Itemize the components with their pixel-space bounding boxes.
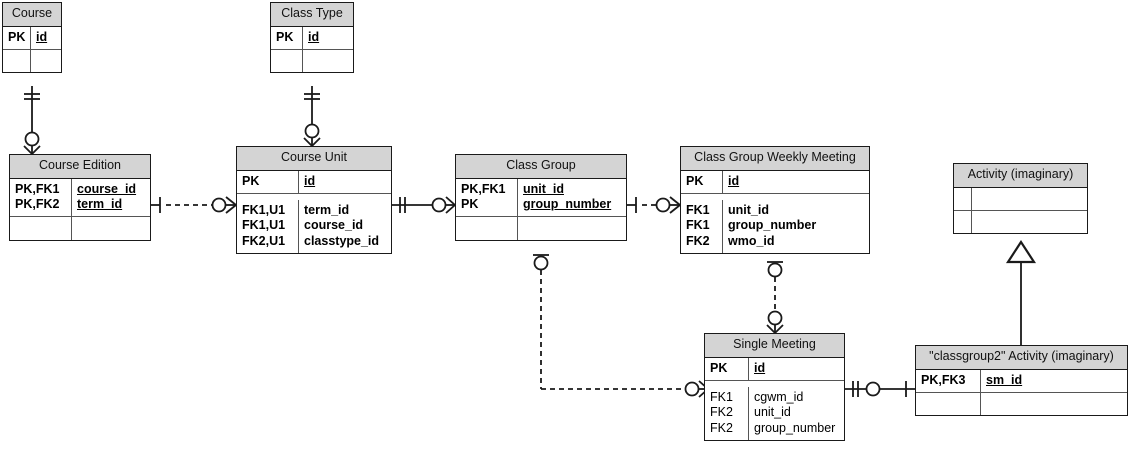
entity-title: Class Group	[456, 155, 626, 179]
edge-class-group-to-class-group-weekly-meeting	[627, 196, 681, 214]
entity-body: PK id FK1 FK2 FK2 cgwm_id unit_id group_…	[705, 357, 844, 440]
attribute-cell: id	[304, 173, 316, 188]
entity-body: PK,FK3 sm_id	[916, 369, 1127, 416]
entity-section-keys	[954, 187, 1087, 210]
key-cell: PK,FK1 PK	[456, 178, 518, 217]
attribute-cell: id	[728, 173, 740, 188]
edge-course-edition-to-course-unit	[151, 196, 237, 214]
entity-section-attributes: FK1 FK1 FK2 unit_id group_number wmo_id	[681, 193, 869, 253]
key-cell: PK	[681, 170, 723, 193]
attribute-cell	[981, 393, 1127, 415]
entity-section-keys: PK id	[237, 170, 391, 193]
entity-section-keys: PK,FK1 PK,FK2 course_id term_id	[10, 178, 150, 217]
key-cell: PK	[3, 26, 31, 49]
entity-body: PK id	[271, 26, 353, 73]
entity-section-attributes	[916, 392, 1127, 416]
edge-classgroup2-activity-inherits-activity	[1005, 239, 1037, 345]
entity-title: "classgroup2" Activity (imaginary)	[916, 346, 1127, 370]
edge-class-type-to-course-unit	[303, 86, 321, 147]
entity-body: PK,FK1 PK unit_id group_number	[456, 178, 626, 240]
edge-course-to-course-edition	[23, 86, 41, 155]
entity-section-keys: PK,FK1 PK unit_id group_number	[456, 178, 626, 217]
attribute-cell	[972, 211, 1087, 233]
attribute-cell: sm_id	[986, 372, 1023, 387]
key-cell: PK,FK1 PK,FK2	[10, 178, 72, 217]
entity-title: Single Meeting	[705, 334, 844, 358]
entity-section-keys: PK id	[3, 26, 61, 49]
key-cell	[271, 50, 303, 73]
edge-course-unit-to-class-group	[392, 196, 456, 214]
entity-body	[954, 187, 1087, 234]
entity-course-unit[interactable]: Course Unit PK id FK1,U1 FK1,U1 FK2,U1 t…	[236, 146, 392, 254]
attribute-cell: cgwm_id unit_id group_number	[754, 390, 836, 435]
entity-section-keys: PK id	[681, 170, 869, 193]
attribute-cell	[303, 50, 353, 72]
attribute-cell	[72, 217, 150, 239]
key-cell: FK1 FK2 FK2	[705, 387, 749, 440]
entity-course[interactable]: Course PK id	[2, 2, 62, 74]
attribute-cell: id	[754, 360, 766, 375]
key-cell: FK1,U1 FK1,U1 FK2,U1	[237, 200, 299, 253]
edge-single-meeting-to-classgroup2-activity	[845, 381, 915, 397]
key-cell	[456, 217, 518, 240]
entity-section-attributes	[456, 216, 626, 240]
entity-body: PK id	[3, 26, 61, 73]
key-cell	[10, 217, 72, 240]
entity-section-attributes	[3, 49, 61, 73]
attribute-cell	[972, 188, 1087, 210]
entity-section-attributes	[271, 49, 353, 73]
entity-class-type[interactable]: Class Type PK id	[270, 2, 354, 74]
key-cell	[916, 393, 981, 416]
attribute-cell: id	[36, 29, 48, 44]
entity-title: Course	[3, 3, 61, 27]
key-cell: FK1 FK1 FK2	[681, 200, 723, 253]
entity-body: PK id FK1,U1 FK1,U1 FK2,U1 term_id cours…	[237, 170, 391, 253]
key-cell: PK	[271, 26, 303, 49]
entity-class-group[interactable]: Class Group PK,FK1 PK unit_id group_numb…	[455, 154, 627, 241]
attribute-cell: unit_id group_number wmo_id	[728, 203, 817, 248]
entity-section-keys: PK id	[705, 357, 844, 380]
edge-class-group-weekly-meeting-to-single-meeting	[766, 261, 784, 334]
entity-course-edition[interactable]: Course Edition PK,FK1 PK,FK2 course_id t…	[9, 154, 151, 241]
key-cell: PK	[705, 357, 749, 380]
entity-title: Course Unit	[237, 147, 391, 171]
entity-section-attributes: FK1 FK2 FK2 cgwm_id unit_id group_number	[705, 380, 844, 440]
attribute-cell: term_id course_id classtype_id	[304, 203, 380, 248]
attribute-cell	[518, 217, 626, 239]
attribute-cell: unit_id group_number	[523, 181, 612, 211]
key-cell	[954, 211, 972, 234]
key-cell: PK	[237, 170, 299, 193]
entity-title: Class Type	[271, 3, 353, 27]
key-cell	[3, 50, 31, 73]
entity-title: Class Group Weekly Meeting	[681, 147, 869, 171]
key-cell: PK,FK3	[916, 369, 981, 392]
attribute-cell	[31, 50, 61, 72]
entity-section-keys: PK id	[271, 26, 353, 49]
entity-body: PK id FK1 FK1 FK2 unit_id group_number w…	[681, 170, 869, 253]
entity-single-meeting[interactable]: Single Meeting PK id FK1 FK2 FK2 cgwm_id	[704, 333, 845, 441]
entity-body: PK,FK1 PK,FK2 course_id term_id	[10, 178, 150, 240]
attribute-cell: id	[308, 29, 320, 44]
entity-title: Activity (imaginary)	[954, 164, 1087, 188]
entity-section-keys: PK,FK3 sm_id	[916, 369, 1127, 392]
entity-class-group-weekly-meeting[interactable]: Class Group Weekly Meeting PK id FK1 FK1…	[680, 146, 870, 254]
entity-classgroup2-activity-imaginary[interactable]: "classgroup2" Activity (imaginary) PK,FK…	[915, 345, 1128, 417]
key-cell	[954, 187, 972, 210]
edge-class-group-to-single-meeting	[533, 254, 709, 398]
entity-title: Course Edition	[10, 155, 150, 179]
entity-section-attributes	[10, 216, 150, 240]
entity-section-attributes	[954, 210, 1087, 234]
entity-activity-imaginary[interactable]: Activity (imaginary)	[953, 163, 1088, 235]
entity-section-attributes: FK1,U1 FK1,U1 FK2,U1 term_id course_id c…	[237, 193, 391, 253]
attribute-cell: course_id term_id	[77, 181, 137, 211]
